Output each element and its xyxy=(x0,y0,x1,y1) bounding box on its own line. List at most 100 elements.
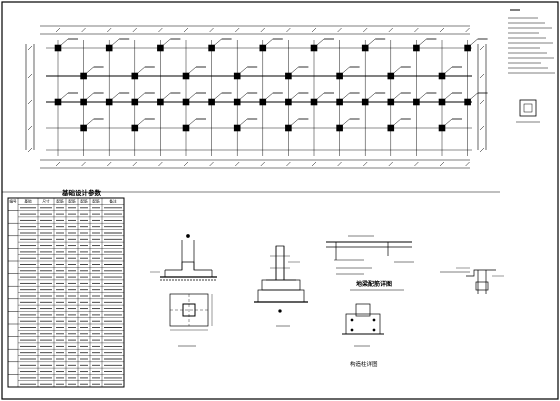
footing xyxy=(259,44,267,52)
dimension-tick xyxy=(81,161,86,167)
dimension-tick xyxy=(363,27,368,33)
beam-detail-title: 地梁配筋详图 xyxy=(356,280,392,288)
footing-leader xyxy=(291,66,299,74)
dimension-tick xyxy=(235,27,240,33)
dimension-tick xyxy=(107,27,112,33)
dimension-tick xyxy=(55,27,61,33)
footing-leader xyxy=(60,92,69,100)
dimension-tick xyxy=(439,161,445,167)
footing-leader xyxy=(368,92,376,100)
dimension-tick xyxy=(27,147,33,153)
footing xyxy=(54,44,62,52)
footing-leader xyxy=(60,38,69,46)
footing xyxy=(233,124,241,132)
footing-leader xyxy=(86,66,94,74)
beam-section-detail xyxy=(342,303,384,347)
dimension-tick xyxy=(337,27,342,33)
foundation-plan xyxy=(25,25,488,169)
table-header-cell: 编号 xyxy=(9,199,17,204)
dimension-tick xyxy=(107,161,112,167)
dimension-tick xyxy=(479,73,485,79)
dimension-tick xyxy=(363,161,368,167)
dimension-tick xyxy=(311,161,317,167)
dimension-tick xyxy=(311,27,317,33)
footing-leader xyxy=(470,38,478,46)
footing xyxy=(413,44,420,52)
footing-leader xyxy=(393,92,401,100)
footing-leader xyxy=(265,38,273,46)
column-detail-caption: 构造柱详图 xyxy=(350,360,378,368)
design-notes xyxy=(508,9,555,123)
dimension-tick xyxy=(183,27,189,33)
footing xyxy=(464,44,471,52)
footing-leader xyxy=(368,38,376,46)
dimension-tick xyxy=(479,99,485,105)
footing-leader xyxy=(316,38,325,46)
dimension-tick xyxy=(209,161,214,167)
footing-leader xyxy=(419,92,427,100)
footing-leader xyxy=(393,118,401,126)
footing-leader xyxy=(137,118,145,126)
footing-leader xyxy=(342,92,350,100)
footing-leader xyxy=(291,118,299,126)
dimension-tick xyxy=(158,27,163,33)
footing-leader xyxy=(444,118,453,126)
footing-section-detail xyxy=(150,234,217,281)
wall-footing-detail xyxy=(254,245,308,327)
table-header-cell: 配筋 xyxy=(92,199,100,204)
footing-leader xyxy=(291,92,299,100)
footing-leader xyxy=(342,66,350,74)
footing-leader xyxy=(163,38,171,46)
dimension-tick xyxy=(27,73,33,79)
dimension-tick xyxy=(235,161,240,167)
table-header-cell: 备注 xyxy=(109,199,117,204)
dimension-tick xyxy=(260,161,265,167)
table-header-cell: 配筋 xyxy=(56,199,64,204)
footing-leader xyxy=(470,92,478,100)
footing xyxy=(361,44,369,52)
dimension-tick xyxy=(158,161,163,167)
dimension-tick xyxy=(337,161,342,167)
dimension-tick xyxy=(388,27,393,33)
dimension-tick xyxy=(286,27,291,33)
table-header-cell: 配筋 xyxy=(80,199,88,204)
dimension-tick xyxy=(479,45,485,51)
table-header-cell: 基础 xyxy=(24,199,32,204)
foundation-details: 地梁配筋详图 构造柱详图 xyxy=(150,234,504,368)
footing-leader xyxy=(419,38,427,46)
dimension-tick xyxy=(439,27,445,33)
dimension-tick xyxy=(414,161,419,167)
footing-leader xyxy=(112,92,120,100)
footing-leader xyxy=(342,118,350,126)
footing-leader xyxy=(188,66,197,74)
table-title: 基础设计参数 xyxy=(61,188,102,197)
dimension-tick xyxy=(286,161,291,167)
footing xyxy=(387,124,395,132)
dimension-tick xyxy=(209,27,214,33)
dimension-tick xyxy=(132,27,137,33)
footing xyxy=(105,44,113,52)
dimension-tick xyxy=(479,147,485,153)
footing-leader xyxy=(240,66,248,74)
dimension-tick xyxy=(388,161,393,167)
footing-leader xyxy=(393,66,401,74)
footing-leader xyxy=(444,66,453,74)
footing-leader xyxy=(240,92,248,100)
footing-leader xyxy=(137,66,145,74)
dimension-tick xyxy=(132,161,137,167)
dimension-tick xyxy=(465,161,470,167)
footing xyxy=(208,44,215,52)
footing-plan-detail xyxy=(169,293,213,347)
footing-leader xyxy=(188,118,197,126)
dimension-tick xyxy=(55,161,61,167)
edge-footing-detail xyxy=(440,267,504,294)
footing xyxy=(336,124,343,132)
dimension-tick xyxy=(27,99,33,105)
footing-leader xyxy=(137,92,145,100)
footing xyxy=(438,124,446,132)
table-header-cell: 配筋 xyxy=(68,199,76,204)
dimension-tick xyxy=(27,45,33,51)
footing xyxy=(182,124,190,132)
